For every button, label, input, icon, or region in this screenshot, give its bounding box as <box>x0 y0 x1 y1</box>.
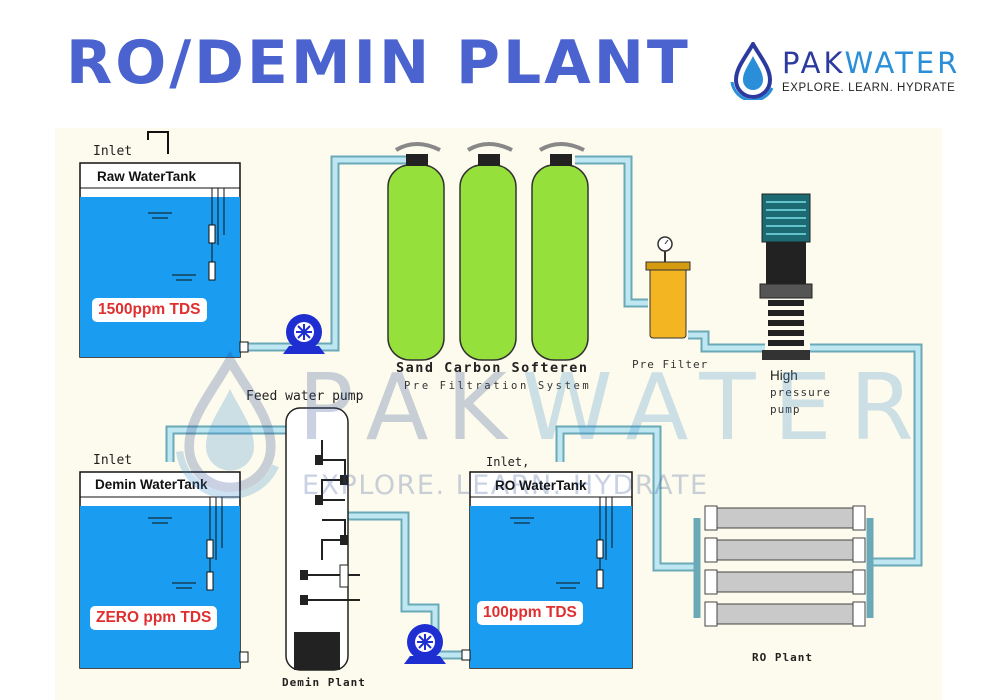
page-title: RO/DEMIN PLANT <box>66 28 691 98</box>
pakwater-logo: PAKWATER EXPLORE. LEARN. HYDRATE <box>728 42 957 102</box>
ro-membrane <box>704 569 866 595</box>
carbon-filter-vessel <box>459 142 517 361</box>
raw-tank-inlet-label: Inlet <box>93 144 133 159</box>
demin-tank-label: Demin WaterTank <box>95 477 208 492</box>
pre-filter <box>645 236 691 339</box>
pipe-rotank-to-demin <box>345 511 472 660</box>
feed-pump-label: Feed water pump <box>246 389 364 404</box>
demin-plant-label: Demin Plant <box>282 676 366 689</box>
softener-label: Sand Carbon Softeren <box>396 360 589 376</box>
high-pressure-label-line2: pressure <box>770 386 831 399</box>
ro-membrane <box>704 601 866 627</box>
raw-tank-tds-badge: 1500ppm TDS <box>92 298 207 322</box>
demin-plant <box>285 407 360 671</box>
softener-vessel <box>531 142 589 361</box>
ro-plant <box>693 505 874 627</box>
logo-brand-water: WATER <box>844 46 961 80</box>
ro-plant-label: RO Plant <box>752 651 813 664</box>
demin-water-tank <box>79 471 249 669</box>
demin-tank-inlet-label: Inlet <box>93 453 133 468</box>
ro-tank-label: RO WaterTank <box>495 478 587 493</box>
transfer-pump <box>404 624 446 664</box>
raw-tank-label: Raw WaterTank <box>97 169 197 184</box>
raw-water-tank <box>79 131 249 358</box>
sand-filter-vessel <box>387 142 445 361</box>
logo-tagline: EXPLORE. LEARN. HYDRATE <box>782 82 956 94</box>
high-pressure-label-line3: pump <box>770 403 801 416</box>
prefiltration-system-label: Pre Filtration System <box>404 380 592 392</box>
logo-brand-pak: PAK <box>782 46 845 80</box>
feed-water-pump <box>283 314 325 354</box>
demin-tank-tds-badge: ZERO ppm TDS <box>90 606 218 630</box>
logo-brand: PAKWATER <box>782 46 960 80</box>
ro-water-tank <box>461 471 633 669</box>
water-drop-icon <box>730 42 774 100</box>
high-pressure-pump <box>759 193 813 360</box>
ro-membrane <box>704 505 866 531</box>
ro-tank-inlet-label: Inlet, <box>486 455 530 469</box>
pre-filter-label: Pre Filter <box>632 358 709 371</box>
ro-tank-tds-badge: 100ppm TDS <box>477 601 583 625</box>
high-pressure-label-line1: High <box>770 368 798 383</box>
softener-vessels <box>387 142 589 361</box>
ro-membrane <box>704 537 866 563</box>
